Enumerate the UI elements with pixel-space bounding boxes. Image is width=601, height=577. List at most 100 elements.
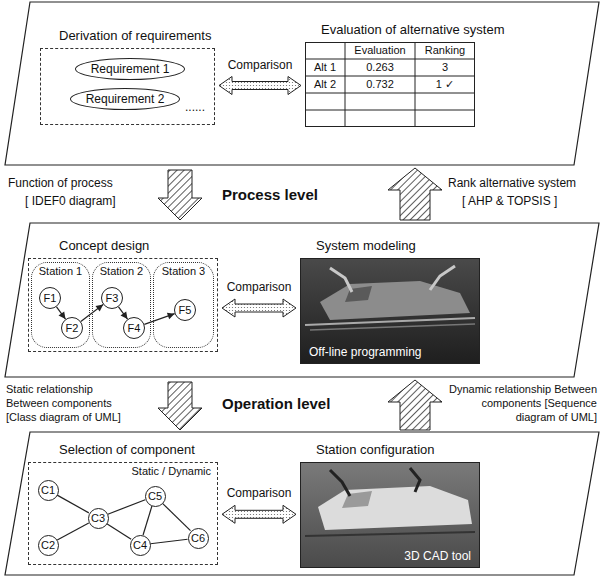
connector <box>150 539 187 543</box>
down-arrow <box>158 382 202 430</box>
edge-label: Comparison <box>226 58 295 72</box>
comparison-arrow-shape <box>222 505 296 523</box>
function-circle: F1 <box>39 287 61 309</box>
connector-line <box>108 500 145 514</box>
table-grid <box>305 42 475 127</box>
method-note: Dynamic relationship Between components … <box>446 382 597 424</box>
node-text: Requirement 1 <box>91 62 170 76</box>
arrow-head <box>121 311 128 319</box>
function-circle: F3 <box>101 287 123 309</box>
node-text: Station 2 <box>93 265 150 277</box>
comparison-arrow <box>222 299 296 317</box>
dashed-group: Concept designStation 1F1F2Station 2F3F4… <box>28 258 218 352</box>
component-plane <box>5 432 599 575</box>
component-circle: C1 <box>38 480 59 501</box>
connector-line <box>144 314 174 325</box>
connector <box>57 495 89 513</box>
arrow-head <box>59 311 66 319</box>
node-text: Concept design <box>59 238 149 253</box>
dashed-group: Selection of componentStatic / DynamicC1… <box>28 462 218 565</box>
ellipsis-mark: ...... <box>185 100 205 114</box>
connector-line <box>57 495 89 513</box>
component-circle: C2 <box>38 535 59 556</box>
connector <box>163 503 191 530</box>
node-text: C3 <box>91 512 105 524</box>
component-circle: C6 <box>188 528 209 549</box>
node-text: F1 <box>44 292 57 304</box>
node-text: F2 <box>66 322 79 334</box>
method-note: [ AHP & TOPSIS ] <box>462 194 557 208</box>
component-circle: C4 <box>130 535 151 556</box>
connector <box>119 307 128 319</box>
table-cell: Evaluation <box>345 42 415 59</box>
node-text: Requirement 2 <box>86 92 165 106</box>
picture-box: System modelingOff-line programming <box>300 258 480 364</box>
comparison-arrow-shape <box>219 77 301 95</box>
connector-line <box>107 524 131 540</box>
table-cell: Ranking <box>415 42 475 59</box>
node-text: System modeling <box>316 238 416 253</box>
connector <box>143 506 152 535</box>
arrow-head <box>167 313 175 320</box>
node-text: Station configuration <box>316 442 435 457</box>
down-arrow <box>158 170 202 220</box>
cad-picture <box>300 462 480 568</box>
node-text: 3D CAD tool <box>404 549 471 563</box>
node-text: C1 <box>41 484 55 496</box>
arrow-head <box>96 305 104 312</box>
method-note: Function of process <box>8 176 113 190</box>
comparison-arrow-shape <box>222 299 296 317</box>
connector-line <box>150 539 187 543</box>
comparison-arrow <box>219 77 301 95</box>
method-note: [ IDEF0 diagram] <box>25 194 116 208</box>
simulation-picture <box>300 258 480 364</box>
component-circle: C3 <box>88 508 109 529</box>
connector <box>107 524 131 540</box>
connector <box>57 307 66 319</box>
node-text: Static / Dynamic <box>132 465 211 477</box>
function-circle: F2 <box>61 317 83 339</box>
node-text: C4 <box>133 539 147 551</box>
node-text: C5 <box>148 490 162 502</box>
node-text: Station 1 <box>32 265 89 277</box>
connector <box>144 313 174 325</box>
station-region: Station 1 F1F2 <box>31 262 90 348</box>
connector <box>57 523 89 540</box>
node-text: C6 <box>191 532 205 544</box>
method-note: Static relationship Between components [… <box>6 382 138 424</box>
table-cell: 3 <box>415 59 475 76</box>
connector-line <box>57 523 89 540</box>
table-cell: Alt 1 <box>305 59 345 76</box>
node-text: C2 <box>41 539 55 551</box>
node-text: Off-line programming <box>309 345 422 359</box>
station-region: Station 3 F5 <box>153 262 214 348</box>
node-text: Station 3 <box>154 265 213 277</box>
connector-line <box>119 307 128 319</box>
comparison-arrow <box>222 505 296 523</box>
connector-line <box>57 307 66 319</box>
node-text: Selection of component <box>59 442 195 457</box>
node-text: F5 <box>179 304 192 316</box>
table-cell: 0.732 <box>345 76 415 93</box>
process-plane <box>5 2 599 165</box>
table-cell: 0.263 <box>345 59 415 76</box>
edge-label: Comparison <box>225 486 294 500</box>
function-circle: F5 <box>174 299 196 321</box>
up-arrow <box>388 380 442 430</box>
operation-plane <box>5 223 599 377</box>
node-text: Derivation of requirements <box>59 28 211 43</box>
method-note: Rank alternative system <box>448 176 576 190</box>
edge-label: Comparison <box>225 280 294 294</box>
picture-box: Station configuration3D CAD tool <box>300 462 480 568</box>
node-text: F3 <box>106 292 119 304</box>
up-arrow <box>388 168 442 220</box>
function-circle: F4 <box>123 317 145 339</box>
connector-line <box>163 503 191 530</box>
station-region: Station 2 F3F4 <box>92 262 151 348</box>
node-text: Evaluation of alternative system <box>321 22 505 37</box>
component-circle: C5 <box>145 486 166 507</box>
table-cell: 1 ✓ <box>415 76 475 93</box>
requirement-ellipse: Requirement 2 <box>70 88 180 110</box>
node-text: F4 <box>128 322 141 334</box>
